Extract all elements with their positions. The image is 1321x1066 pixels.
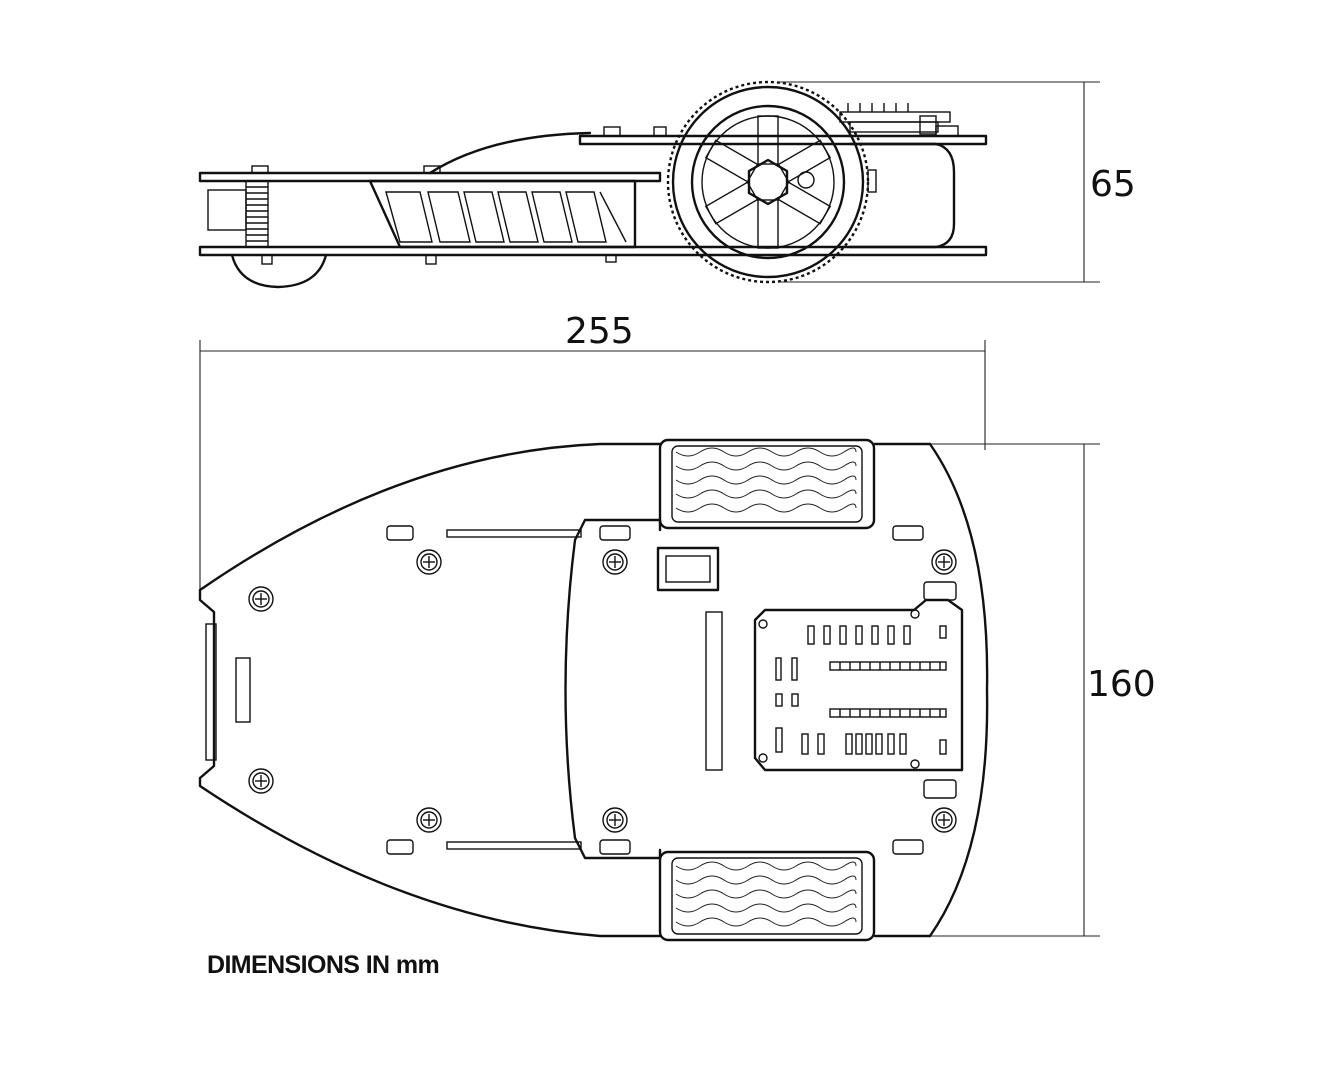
threaded-rod <box>245 180 269 248</box>
board-side <box>839 111 951 123</box>
chassis-slots <box>205 525 957 855</box>
battery-holder-side <box>368 179 637 249</box>
cover-curve-side <box>428 131 592 175</box>
wheel-spokes <box>704 115 832 249</box>
chassis-screws <box>248 549 957 833</box>
motor-side <box>848 142 956 249</box>
caster-wheel-side <box>230 253 328 289</box>
power-switch <box>656 546 720 592</box>
units-note: DIMENSIONS IN mm <box>207 951 440 979</box>
side-view: 65 <box>198 80 1136 289</box>
electronics-board-top <box>753 598 964 772</box>
drive-wheel-top-lower <box>658 850 876 942</box>
chassis-outline-top <box>198 442 989 938</box>
length-dimension-label: 255 <box>565 311 634 352</box>
drive-wheel-top-upper <box>658 438 876 530</box>
pin-headers <box>829 661 947 718</box>
top-view: 160 <box>198 438 1156 942</box>
upper-deck-outline-top <box>564 518 662 860</box>
battery-cells <box>385 191 627 243</box>
length-dimension: 255 <box>199 311 986 596</box>
width-dimension-label: 160 <box>1087 664 1156 705</box>
sensor-pins <box>775 625 947 755</box>
upper-deck-side <box>578 134 988 146</box>
drive-wheel-side <box>666 80 870 284</box>
height-dimension-label: 65 <box>1090 164 1136 205</box>
wheel-hub <box>747 158 789 206</box>
